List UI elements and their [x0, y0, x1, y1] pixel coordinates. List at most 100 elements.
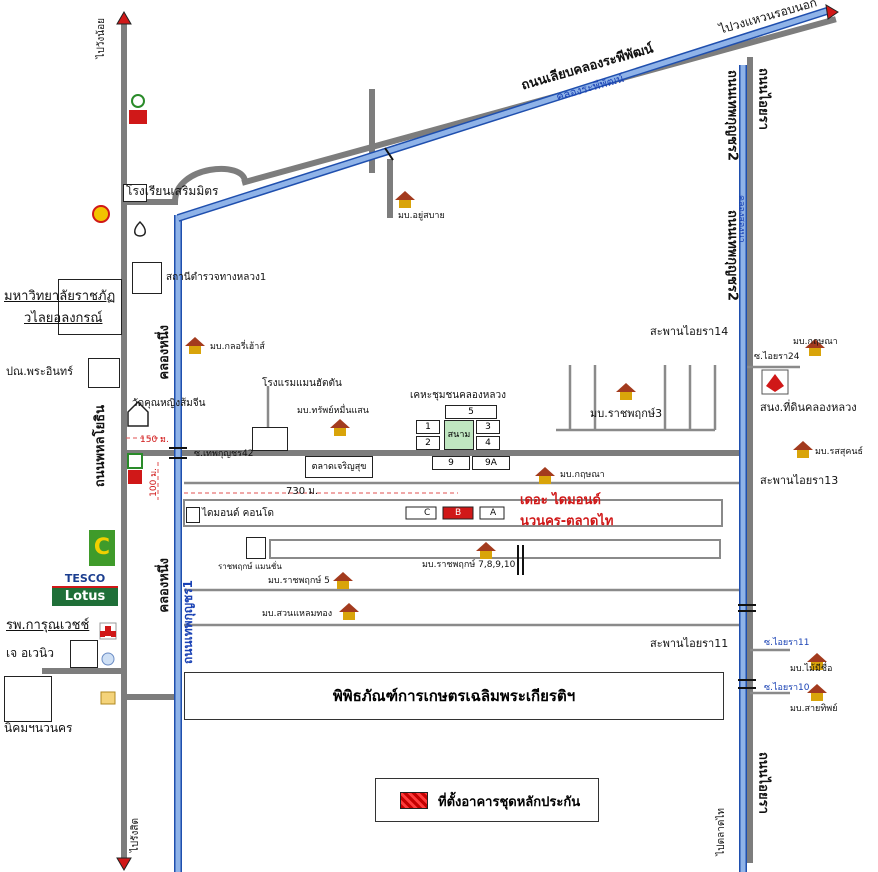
police-label: สถานีตำรวจทางหลวง1	[166, 272, 267, 283]
flat-4: 3	[476, 420, 500, 434]
village-rossukhon: มบ.รสสุคนธ์	[815, 447, 863, 457]
flat-2: 2	[416, 436, 440, 450]
condo-block-a: A	[490, 508, 497, 518]
school-label: โรงเรียนเสริมมิตร	[126, 184, 219, 198]
legend-swatch	[400, 792, 428, 809]
police-box	[132, 262, 162, 294]
oyara-bottom-label: ถนนไอยรา	[755, 752, 771, 814]
flat-1: 1	[416, 420, 440, 434]
hotel-box	[252, 427, 288, 451]
school-box	[123, 184, 147, 202]
soi-11-label: ซ.ไอยรา11	[764, 638, 810, 648]
house-icon	[805, 339, 825, 356]
condo-block-b: B	[455, 508, 462, 518]
distance-150: 150 ม.	[140, 435, 169, 445]
house-icon	[333, 572, 353, 589]
bigc-logo: C	[89, 530, 115, 566]
khlong-one-bottom-label: คลองหนึ่ง	[157, 558, 172, 613]
university-line2: วไลยอลงกรณ์	[24, 311, 103, 326]
village-ratchaphruk3: มบ.ราชพฤกษ์3	[590, 407, 663, 420]
gas-shell-icon	[92, 205, 110, 223]
right-road-b-label: ถนนเทพกุญชร2	[724, 210, 740, 302]
to-rangsit-label: ไปรังสิต	[130, 818, 141, 853]
house-icon	[807, 653, 827, 670]
mansion-box	[246, 537, 266, 559]
arrow-top-right	[825, 4, 839, 20]
house-icon	[807, 684, 827, 701]
condo-label: ไดมอนด์ คอนโด	[202, 508, 275, 519]
flat-5: 4	[476, 436, 500, 450]
distance-100: 100 ม.	[149, 468, 159, 497]
post-icon	[100, 691, 116, 705]
gas-ptt-icon	[134, 220, 146, 237]
project-line1: เดอะ ไดมอนด์	[520, 493, 601, 508]
house-icon	[339, 603, 359, 620]
soi-24-label: ซ.ไอยรา24	[754, 352, 800, 362]
arrow-down	[116, 857, 132, 871]
condo-box	[186, 507, 200, 523]
distance-730: 730 ม.	[286, 486, 319, 497]
house-icon	[476, 542, 496, 559]
village-kritsana-center: มบ.กฤษณา	[560, 470, 605, 480]
arrow-up	[116, 11, 132, 25]
bridge-13-label: สะพานไอยรา13	[760, 474, 839, 487]
district-office-label: สนง.ที่ดินคลองหลวง	[760, 401, 857, 414]
village-suanhaem: มบ.สวนแหลมทอง	[262, 609, 333, 619]
house-icon	[535, 467, 555, 484]
bridge-11-label: สะพานไอยรา11	[650, 637, 729, 650]
to-market-label: ไปตลาดไท	[716, 808, 727, 856]
house-icon	[330, 419, 350, 436]
condo-blocks	[405, 506, 505, 520]
village-golden-house: มบ.กลอรี่เฮ้าส์	[210, 342, 265, 352]
bridge-14-label: สะพานไอยรา14	[650, 325, 729, 338]
village-ratchaphruk-mansion: ราชพฤกษ์ แมนชั่น	[218, 562, 282, 571]
industrial-label: นิคมฯนวนคร	[4, 721, 73, 735]
lotus-logo: Lotus	[52, 588, 118, 606]
right-road-a-label: ถนนเทพกุญชร2	[724, 70, 740, 162]
market-box: ตลาดเจริญสุข	[305, 456, 373, 478]
road-phahonyothin-label: ถนนพหลโยธิน	[93, 405, 108, 488]
legend: ที่ตั้งอาคารชุดหลักประกัน	[375, 778, 599, 822]
j-avenue-box	[70, 640, 98, 668]
toyota-logo	[129, 110, 147, 124]
village-sapmuensan: มบ.ทรัพย์หมื่นแสน	[297, 406, 369, 416]
hospital-cross-icon	[100, 626, 116, 637]
toyota-icon	[131, 94, 145, 108]
temple-icon	[127, 400, 149, 427]
legend-text: ที่ตั้งอาคารชุดหลักประกัน	[438, 795, 581, 810]
village-saithip: มบ.สายทิพย์	[790, 704, 838, 714]
seven-eleven-icon	[127, 453, 143, 469]
house-icon	[793, 441, 813, 458]
bank-icon	[101, 652, 115, 666]
thepkunchorn1-label: ถนนเทพกุญชร1	[181, 580, 195, 665]
village-maimisue: มบ.ไม้มีชื่อ	[790, 664, 833, 674]
university-box	[58, 279, 122, 335]
soi-thep42-label: ซ.เทพกุญชร42	[194, 449, 254, 459]
project-line2: นวนคร-ตลาดไท	[520, 514, 614, 529]
j-avenue-label: เจ อเวนิว	[6, 646, 54, 660]
post-office-label: ปณ.พระอินทร์	[6, 365, 74, 378]
house-icon	[616, 383, 636, 400]
hotel-label: โรงแรมแมนฮัตตัน	[262, 378, 342, 389]
village-kritsana-right: มบ.กฤษณา	[793, 337, 838, 347]
flat-9a: 9A	[472, 456, 510, 470]
village-ratchaphruk5: มบ.ราชพฤกษ์ 5	[268, 576, 330, 586]
flats-label: เคหะชุมชนคลองหลวง	[410, 390, 506, 401]
house-icon	[185, 337, 205, 354]
right-canal-label: คลองสองนา	[735, 195, 746, 243]
museum-label: พิพิธภัณฑ์การเกษตรเฉลิมพระเกียรติฯ	[332, 687, 576, 705]
oyara-top-label: ถนนไอยรา	[755, 68, 771, 130]
to-wangnoi-label: ไปวังน้อย	[96, 18, 107, 59]
house-icon	[395, 191, 415, 208]
flat-3: 5	[445, 405, 497, 419]
road-loop	[172, 165, 248, 203]
village-yoosabai: มบ.อยู่สบาย	[398, 211, 445, 221]
museum-box: พิพิธภัณฑ์การเกษตรเฉลิมพระเกียรติฯ	[184, 672, 724, 720]
post-office-box	[88, 358, 120, 388]
university-line1: มหาวิทยาลัยราชภัฏ	[4, 289, 116, 304]
soi-10-label: ซ.ไอยรา10	[764, 683, 810, 693]
khlong-one-top-label: คลองหนึ่ง	[157, 325, 172, 380]
hospital-label: รพ.การุณเวชช์	[6, 618, 90, 633]
